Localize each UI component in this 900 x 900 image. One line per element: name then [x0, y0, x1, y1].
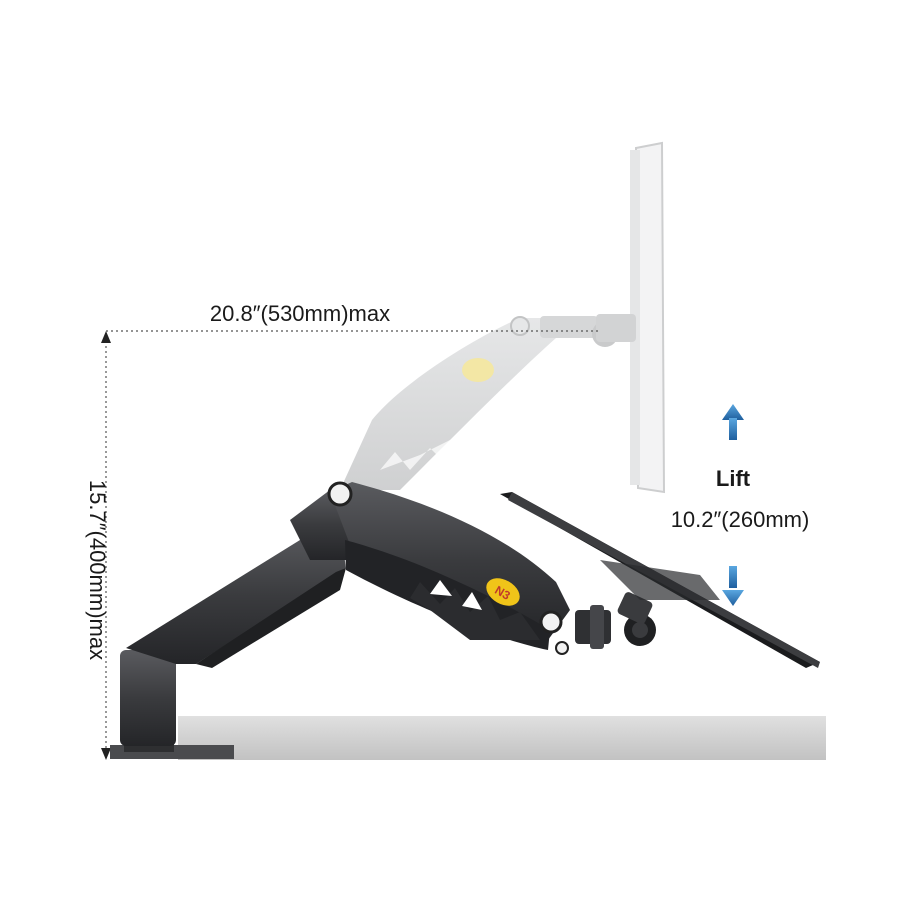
joint-mid [555, 641, 569, 655]
tilted-monitor [500, 492, 820, 668]
ghost-arm [340, 314, 636, 490]
lower-arm [126, 490, 352, 668]
joint-top [327, 481, 353, 507]
lift-value: 10.2″(260mm) [671, 507, 810, 532]
lift-arrow-down [722, 566, 744, 606]
brand-badge-text: N3 [492, 583, 513, 603]
desk-surface [178, 716, 826, 760]
tilt-head [575, 592, 656, 649]
vertical-height-label: 15.7″(400mm)max [85, 480, 110, 660]
lift-title: Lift [716, 466, 751, 491]
brand-badge: N3 [486, 578, 520, 606]
vertical-dim-arrow-bottom [101, 748, 111, 760]
joint-elbow [539, 610, 563, 634]
vertical-dim-arrow-top [101, 331, 111, 343]
lift-arrow-up [722, 404, 744, 440]
horizontal-reach-label: 20.8″(530mm)max [210, 301, 390, 326]
desk-clamp [110, 650, 234, 759]
